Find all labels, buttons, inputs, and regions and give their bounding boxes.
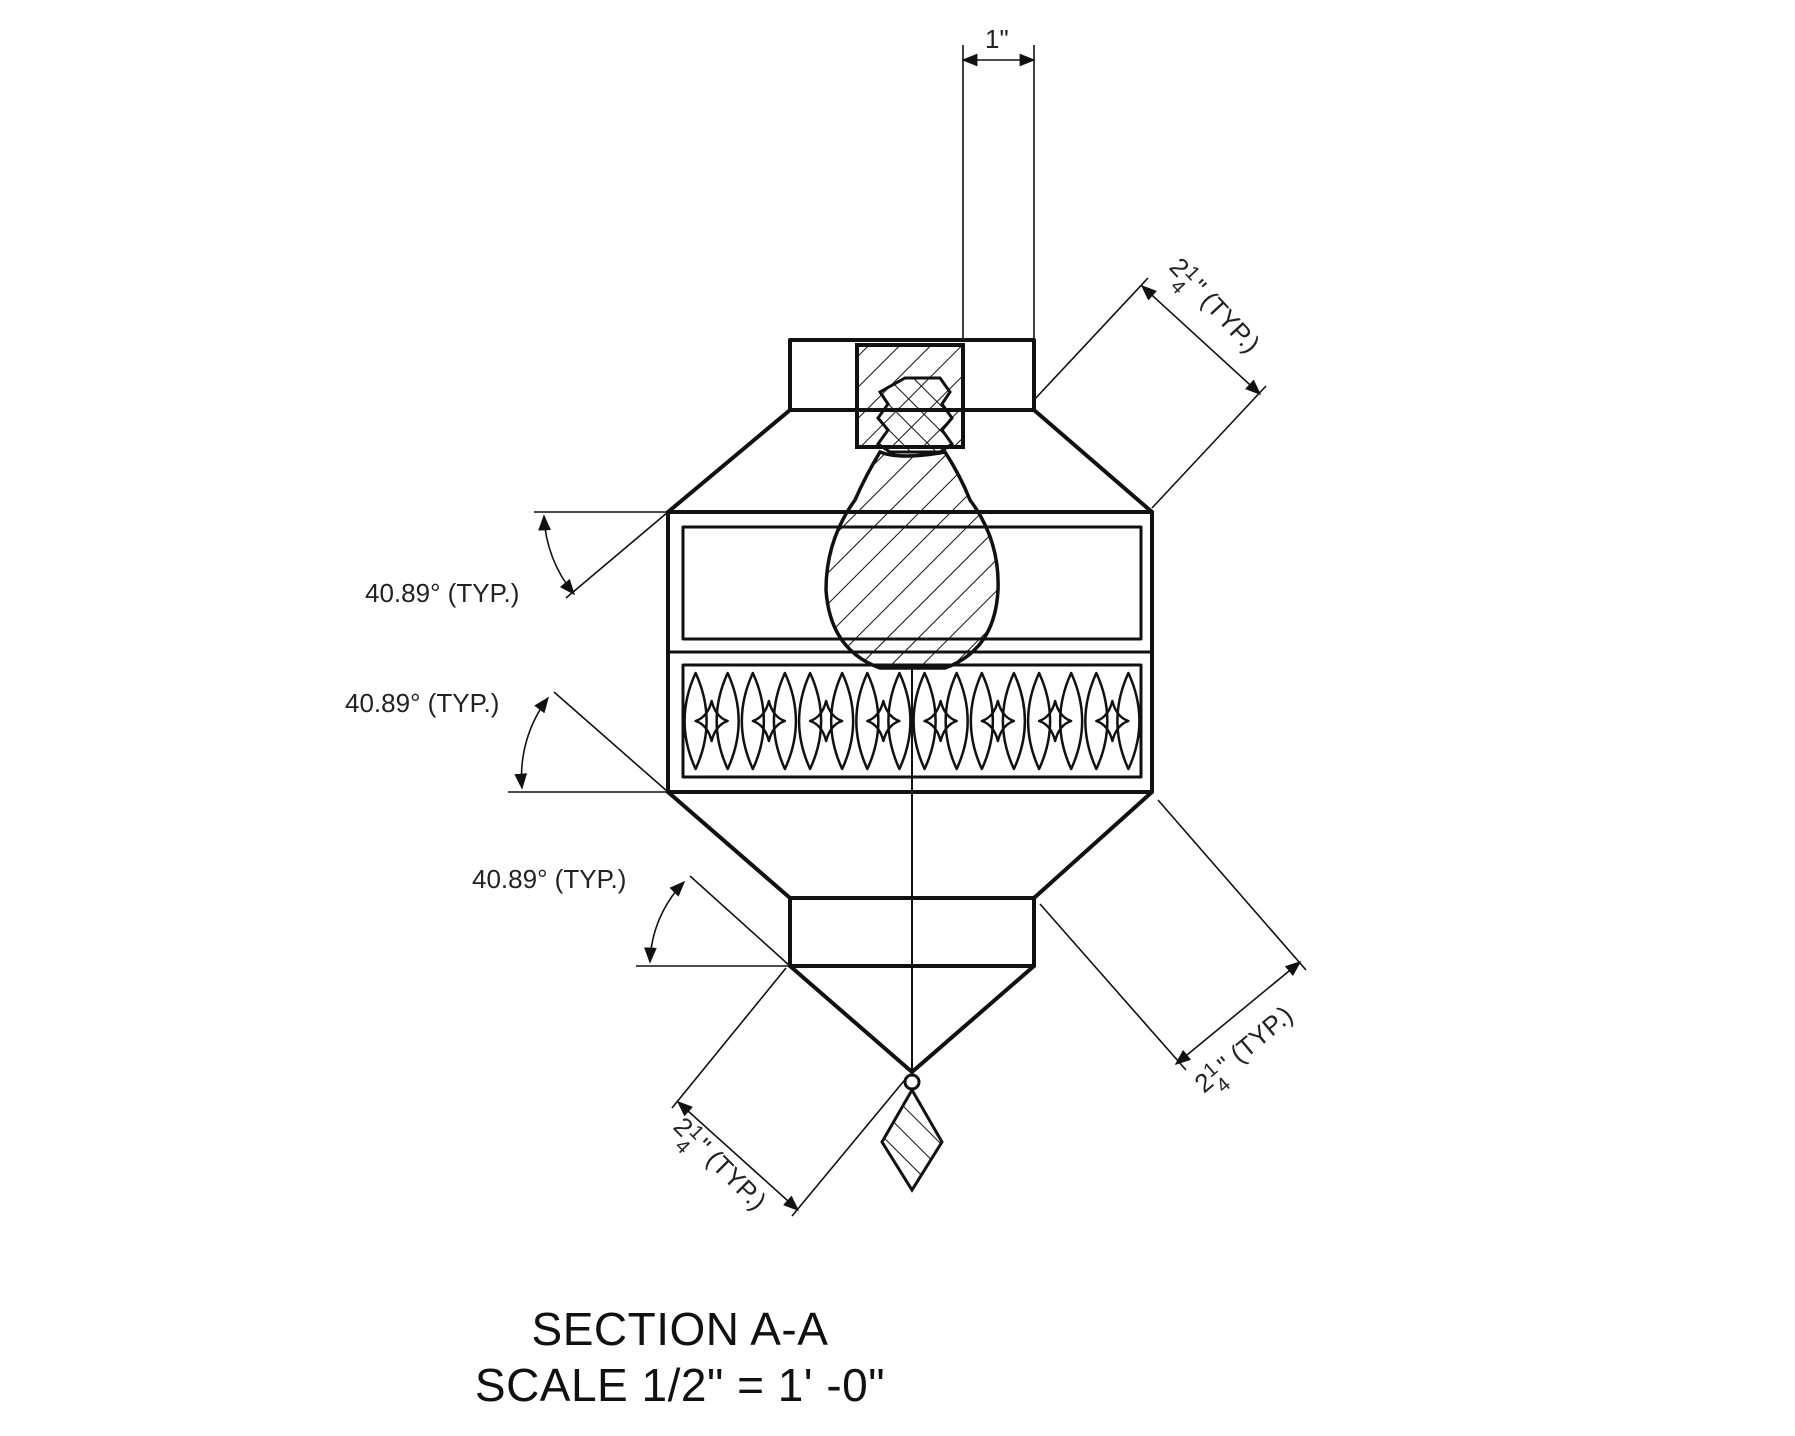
- lattice-diamond: [866, 699, 901, 743]
- lattice-petal: [855, 671, 880, 771]
- lower-cone: [666, 790, 1154, 900]
- lattice-petal: [797, 671, 823, 771]
- lattice-petal: [715, 671, 740, 771]
- lattice-petal: [683, 671, 708, 771]
- lattice-petal: [1026, 671, 1052, 771]
- dim-upper-right: 2 1 4 " (TYP.): [1033, 252, 1267, 509]
- lattice-diamond: [980, 699, 1016, 743]
- lattice-diamond: [751, 699, 787, 743]
- dim-top-width: 1": [961, 24, 1036, 340]
- angle-label-2: 40.89° (TYP.): [345, 688, 499, 718]
- dim-lower-left-suffix: " (TYP.): [689, 1132, 773, 1216]
- lattice-diamond: [923, 699, 958, 743]
- angle-dim-middle: 40.89° (TYP.): [345, 688, 669, 793]
- dim-lower-right: 2 1 4 " (TYP.): [1039, 799, 1307, 1099]
- lattice-petal: [887, 671, 912, 771]
- finial-crystal: [880, 1086, 944, 1193]
- lattice-diamond: [1037, 699, 1073, 743]
- angle-dim-lower: 40.89° (TYP.): [472, 864, 791, 967]
- angle-label-1: 40.89° (TYP.): [365, 578, 519, 608]
- lattice-petal: [1001, 671, 1027, 771]
- angle-dim-upper: 40.89° (TYP.): [365, 511, 669, 608]
- dim-lower-right-suffix: " (TYP.): [1212, 1000, 1299, 1080]
- lattice-petal: [772, 671, 798, 771]
- dim-top-label: 1": [985, 24, 1009, 54]
- drawing-title: SECTION A-A: [531, 1303, 829, 1355]
- lattice-petal: [1059, 671, 1084, 771]
- lattice-petal: [829, 671, 855, 771]
- drawing-scale: SCALE 1/2" = 1' -0": [474, 1359, 886, 1411]
- lattice-petal: [1116, 671, 1141, 771]
- bulb-screw-base: [875, 376, 955, 454]
- lattice-petal: [740, 671, 766, 771]
- lattice-petal: [1084, 671, 1109, 771]
- lattice-diamond: [1095, 699, 1130, 743]
- dim-lower-left: 2 1 4 " (TYP.): [668, 967, 909, 1217]
- lattice-petal: [912, 671, 937, 771]
- light-bulb: [824, 449, 1000, 670]
- angle-label-3: 40.89° (TYP.): [472, 864, 626, 894]
- lattice-diamond: [808, 699, 844, 743]
- lattice-petal: [944, 671, 969, 771]
- lattice-petal: [969, 671, 995, 771]
- dim-upper-right-suffix: " (TYP.): [1184, 274, 1266, 359]
- lattice-diamond: [694, 699, 729, 743]
